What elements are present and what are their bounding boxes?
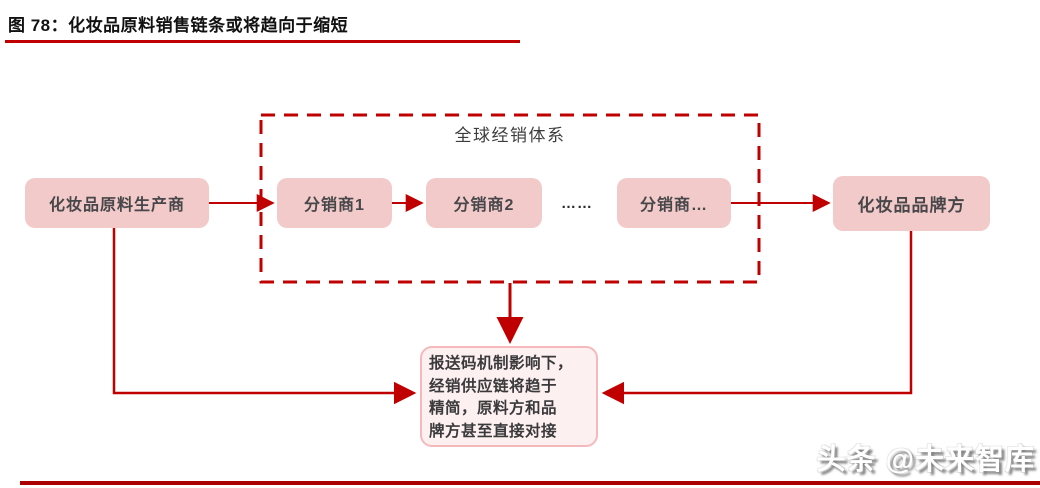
distributor-chain-ellipsis: …… — [561, 194, 593, 212]
arrow-producer-to-note — [112, 228, 417, 405]
arrow-brand-to-note — [601, 231, 913, 405]
distribution-system-label: 全球经销体系 — [454, 126, 566, 145]
producer-node: 化妆品原料生产商 — [25, 178, 209, 228]
title-underline-rule — [5, 40, 520, 43]
figure-title: 图 78：化妆品原料销售链条或将趋向于缩短 — [8, 16, 349, 35]
distributor-2-node: 分销商2 — [426, 178, 542, 228]
note-node: 报送码机制影响下， 经销供应链将趋于 精简，原料方和品 牌方甚至直接对接 — [420, 346, 598, 447]
watermark-text: 头条 @未来智库 — [816, 444, 1035, 476]
note-line-2: 经销供应链将趋于 — [429, 377, 558, 395]
note-line-1: 报送码机制影响下， — [429, 355, 574, 372]
distributor-1-node: 分销商1 — [277, 178, 392, 228]
brand-node: 化妆品品牌方 — [833, 176, 990, 231]
note-line-3: 精简，原料方和品 — [429, 400, 558, 417]
note-line-4: 牌方甚至直接对接 — [429, 422, 558, 440]
distributor-n-node: 分销商… — [617, 178, 731, 228]
bottom-rule — [20, 481, 1040, 485]
